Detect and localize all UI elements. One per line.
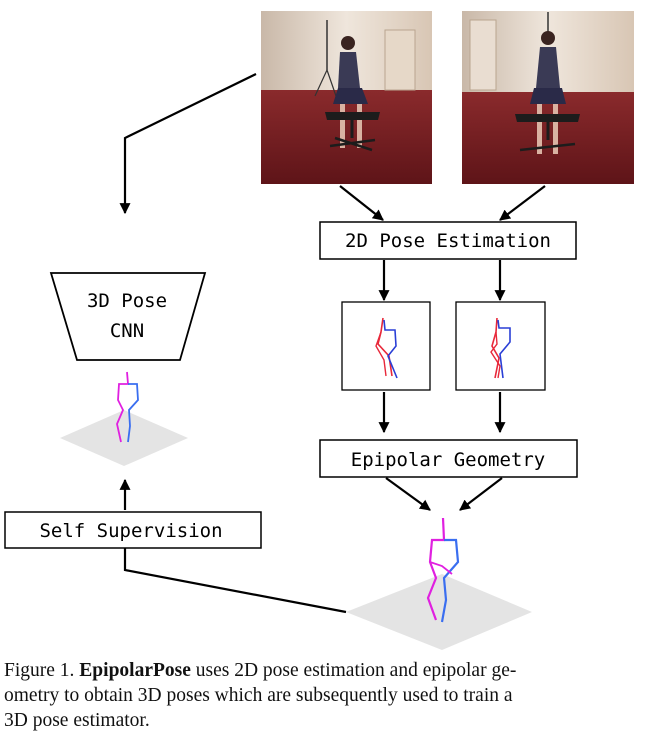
caption-text-line3: 3D pose estimator. <box>4 710 150 731</box>
pose-2d-estimation-box: 2D Pose Estimation <box>319 221 577 260</box>
caption-text-line2: ometry to obtain 3D poses which are subs… <box>4 685 513 706</box>
line-3dpose-to-self-supervision <box>123 548 347 614</box>
epipolar-geometry-label: Epipolar Geometry <box>351 449 545 471</box>
pose-3d-cnn-output <box>60 371 188 466</box>
cnn-label-line2: CNN <box>110 320 144 342</box>
caption-text-line1: uses 2D pose estimation and epipolar ge- <box>190 660 517 681</box>
caption-method-name: EpipolarPose <box>79 660 191 681</box>
self-supervision-label: Self Supervision <box>39 520 222 542</box>
camera-image-right <box>462 11 634 184</box>
arrow-photo-to-cnn <box>119 73 257 215</box>
cnn-label-line1: 3D Pose <box>87 290 167 312</box>
arrow-epipolar-to-3dpose-left <box>385 477 431 511</box>
pose-3d-cnn-block: 3D Pose CNN <box>49 272 207 361</box>
arrow-photo1-to-2dpose <box>339 185 384 221</box>
figure-caption: Figure 1. EpipolarPose uses 2D pose esti… <box>4 658 640 733</box>
ground-plane-small <box>60 410 188 466</box>
arrow-epipolar-to-3dpose-right <box>459 477 503 511</box>
epipolarpose-diagram: 2D Pose Estimation Epipolar Geometry Sel… <box>4 11 634 650</box>
self-supervision-box: Self Supervision <box>4 511 262 549</box>
ground-plane-large <box>346 574 532 650</box>
arrow-photo2-to-2dpose <box>499 185 546 221</box>
skeleton-2d-left <box>341 301 431 391</box>
camera-image-left <box>261 11 432 184</box>
skeleton-2d-right <box>455 301 546 391</box>
caption-prefix: Figure 1. <box>4 660 80 681</box>
pose-2d-estimation-label: 2D Pose Estimation <box>345 230 551 252</box>
pose-3d-result <box>346 517 532 650</box>
epipolar-geometry-box: Epipolar Geometry <box>319 439 578 478</box>
